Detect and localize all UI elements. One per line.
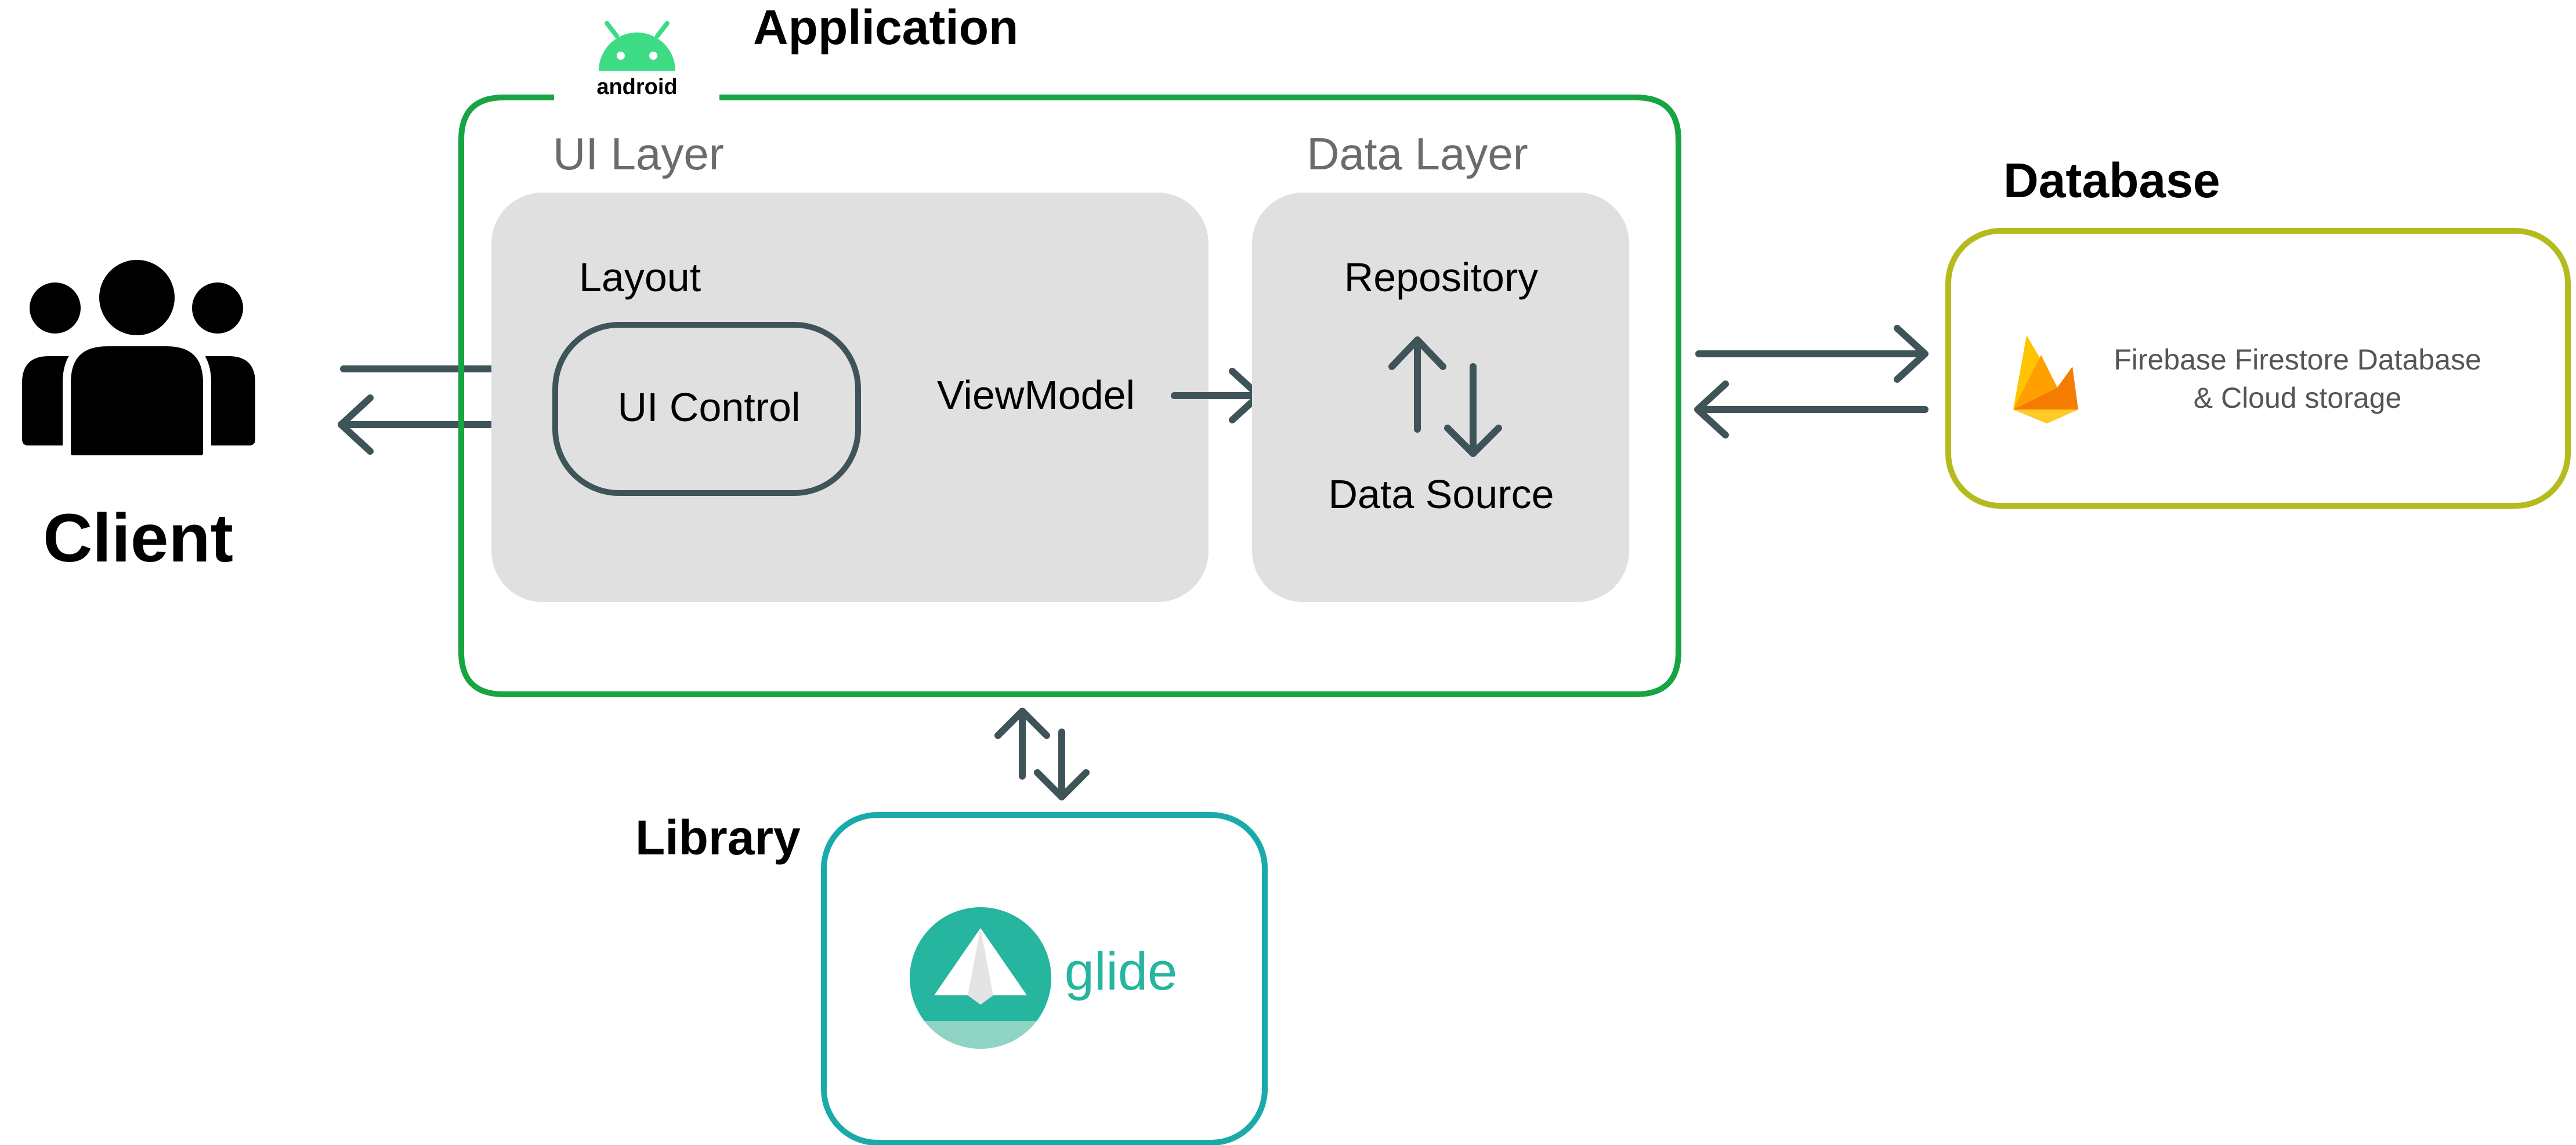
app-library-arrows bbox=[994, 708, 1090, 800]
application-title: Application bbox=[753, 0, 1018, 55]
data-layer-title: Data Layer bbox=[1307, 128, 1528, 179]
repository-label: Repository bbox=[1344, 255, 1539, 300]
database-line1: Firebase Firestore Database bbox=[2114, 343, 2481, 376]
database-box bbox=[1945, 228, 2571, 509]
android-robot-icon bbox=[599, 21, 675, 71]
layout-label: Layout bbox=[579, 255, 701, 300]
data-source-label: Data Source bbox=[1328, 472, 1554, 517]
app-database-arrows bbox=[1694, 325, 1929, 439]
repository-datasource-arrows bbox=[1388, 336, 1502, 457]
glide-logo-text: glide bbox=[1065, 942, 1177, 1001]
library-box bbox=[821, 812, 1268, 1145]
ui-control-label: UI Control bbox=[617, 385, 800, 430]
ui-layer-panel bbox=[491, 193, 1209, 602]
ui-control-box bbox=[552, 322, 861, 496]
viewmodel-label: ViewModel bbox=[937, 372, 1135, 418]
users-group-icon bbox=[22, 252, 255, 463]
firebase-flame-icon bbox=[2013, 335, 2078, 423]
data-layer-panel bbox=[1252, 193, 1629, 602]
database-line2: & Cloud storage bbox=[2194, 382, 2402, 414]
glide-logo-icon bbox=[910, 907, 1051, 1049]
database-title: Database bbox=[2003, 153, 2220, 208]
application-frame bbox=[458, 95, 1681, 697]
android-logo-text: android bbox=[596, 75, 677, 99]
client-label: Client bbox=[43, 500, 233, 577]
library-title: Library bbox=[635, 810, 801, 865]
ui-layer-title: UI Layer bbox=[553, 128, 724, 179]
